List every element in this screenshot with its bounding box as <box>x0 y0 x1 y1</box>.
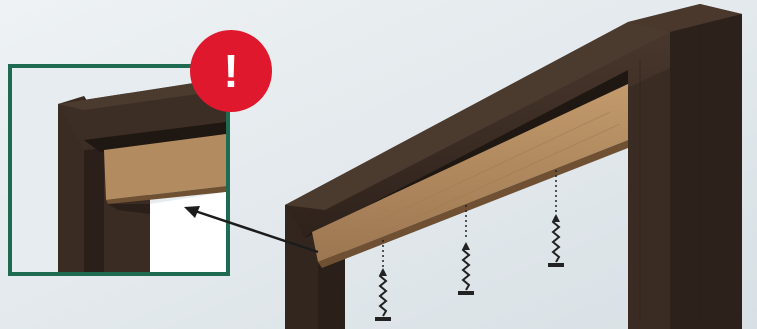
inset-opening <box>150 192 226 272</box>
right-post-side <box>670 14 742 329</box>
warning-badge <box>190 30 272 112</box>
detail-inset <box>10 66 228 274</box>
